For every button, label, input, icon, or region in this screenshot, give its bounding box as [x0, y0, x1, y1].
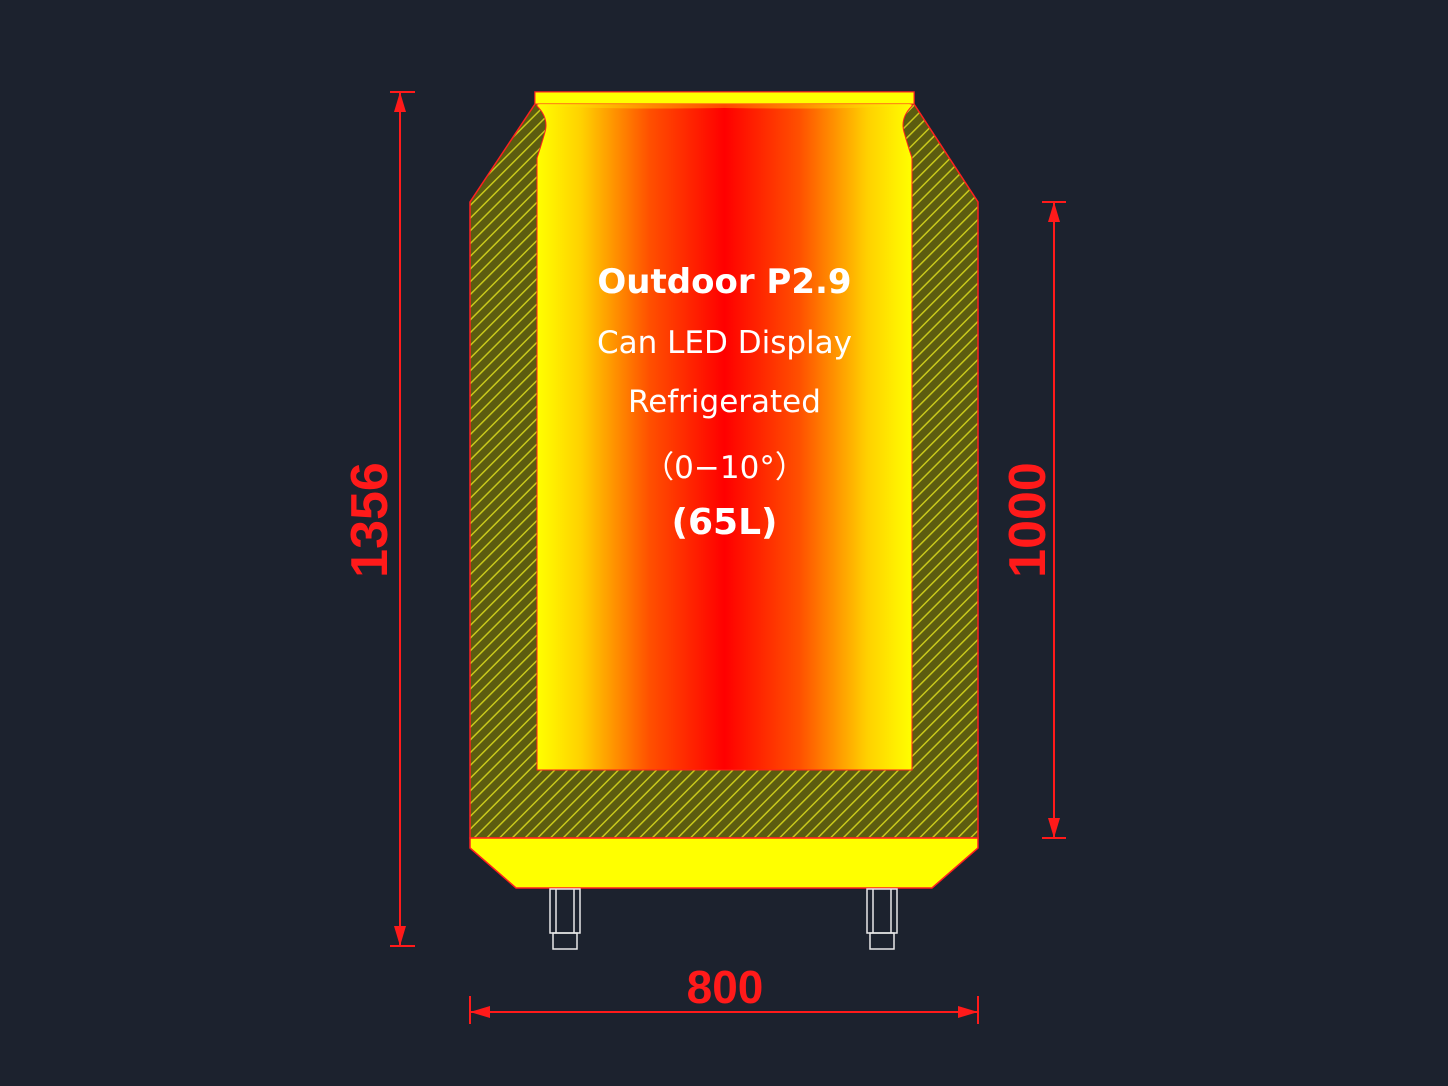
dimension-line-total-height — [390, 91, 415, 947]
dimension-width-label: 800 — [686, 961, 764, 1013]
left-foot — [549, 888, 581, 950]
dimension-screen-height-label: 1000 — [999, 462, 1057, 578]
dimension-line-width — [469, 996, 979, 1024]
dimension-line-screen-height — [1042, 201, 1066, 839]
led-screen — [536, 103, 913, 771]
display-capacity: (65L) — [671, 502, 778, 543]
display-title: Outdoor P2.9 — [597, 262, 852, 302]
can-top-rim — [534, 91, 915, 105]
display-feature: Refrigerated — [628, 384, 821, 420]
dimension-total-height-label: 1356 — [341, 462, 399, 578]
screen-top-shade — [537, 104, 912, 109]
display-subtitle: Can LED Display — [597, 325, 852, 361]
right-foot — [866, 888, 898, 950]
display-temperature: （0−10°） — [643, 450, 806, 486]
can-base — [469, 837, 979, 889]
